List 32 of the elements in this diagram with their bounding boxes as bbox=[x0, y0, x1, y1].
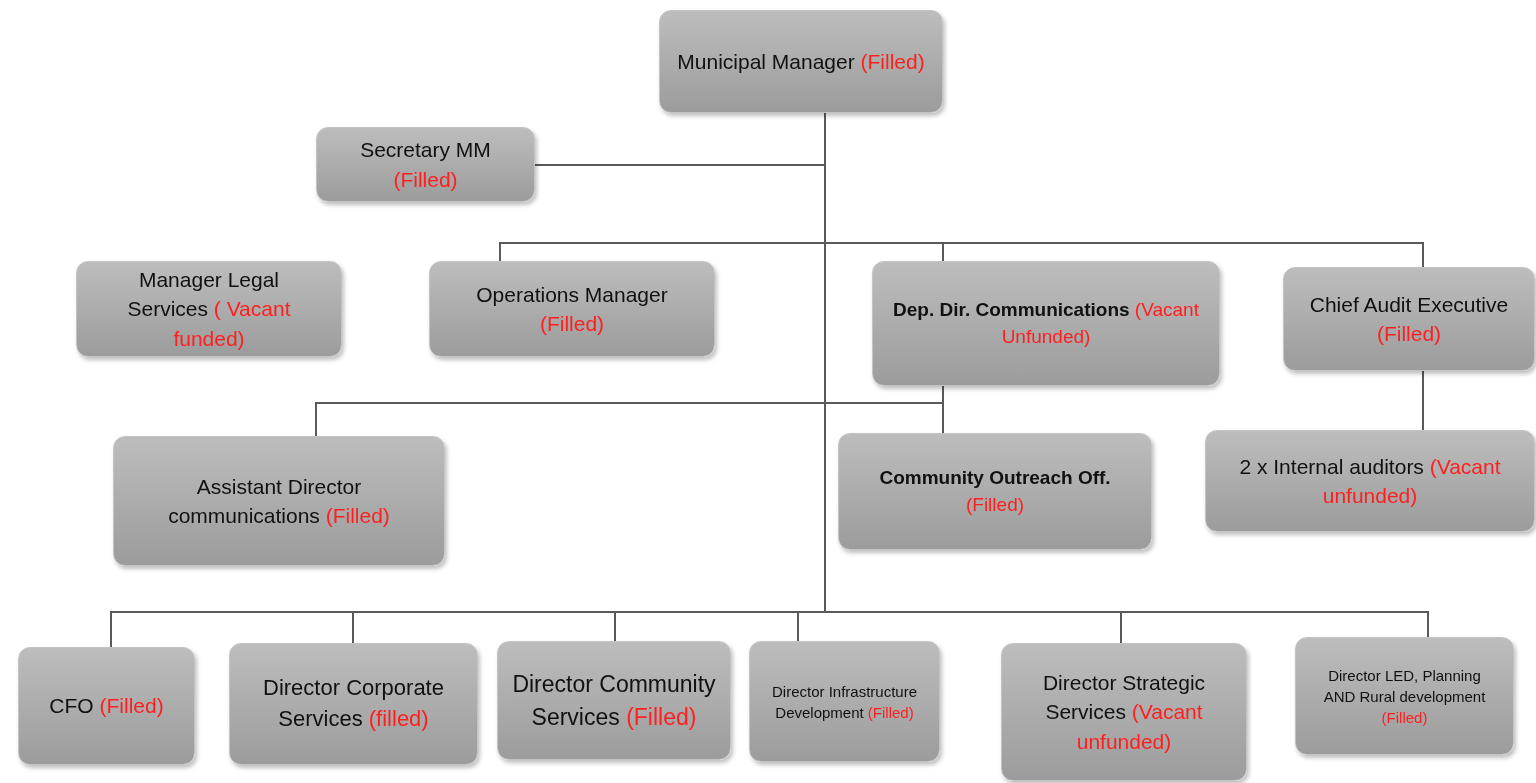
position-box bbox=[76, 261, 342, 357]
position-title: Secretary MM (Filled) bbox=[359, 137, 492, 193]
position-title: Director Infrastructure Development (Filled) bbox=[770, 681, 918, 723]
position-title: Director Corporate Services (filled) bbox=[262, 674, 445, 733]
connector-line bbox=[942, 385, 944, 434]
position-box bbox=[1001, 643, 1247, 781]
position-title: Manager Legal Services ( Vacant funded) bbox=[126, 266, 292, 352]
position-box bbox=[1205, 430, 1535, 532]
position-box bbox=[229, 643, 478, 765]
position-box bbox=[659, 10, 943, 113]
position-title: Director LED, Planning AND Rural development (Filled) bbox=[1322, 665, 1487, 728]
position-title: Assistant Director communications (Filled) bbox=[167, 473, 391, 529]
position-box bbox=[1295, 637, 1514, 755]
position-title: Director Strategic Services (Vacant unfunded) bbox=[1041, 669, 1207, 755]
position-box bbox=[113, 436, 445, 566]
position-title: Community Outreach Off. (Filled) bbox=[878, 465, 1112, 517]
position-box bbox=[429, 261, 715, 357]
position-title: Operations Manager (Filled) bbox=[475, 281, 669, 337]
connector-line bbox=[1422, 370, 1424, 431]
position-box bbox=[497, 641, 731, 760]
position-title: Director Community Services (Filled) bbox=[511, 670, 717, 732]
position-title: Municipal Manager (Filled) bbox=[677, 48, 925, 75]
position-box bbox=[838, 433, 1152, 550]
position-title: Dep. Dir. Communications (Vacant Unfunded) bbox=[892, 297, 1200, 349]
position-box bbox=[1283, 267, 1535, 371]
position-box bbox=[18, 647, 195, 765]
position-box bbox=[316, 127, 535, 202]
position-box bbox=[872, 261, 1220, 386]
position-title: CFO (Filled) bbox=[49, 693, 164, 720]
position-title: Chief Audit Executive (Filled) bbox=[1308, 291, 1510, 347]
position-box bbox=[749, 641, 940, 762]
position-title: 2 x Internal auditors (Vacant unfunded) bbox=[1238, 453, 1502, 509]
